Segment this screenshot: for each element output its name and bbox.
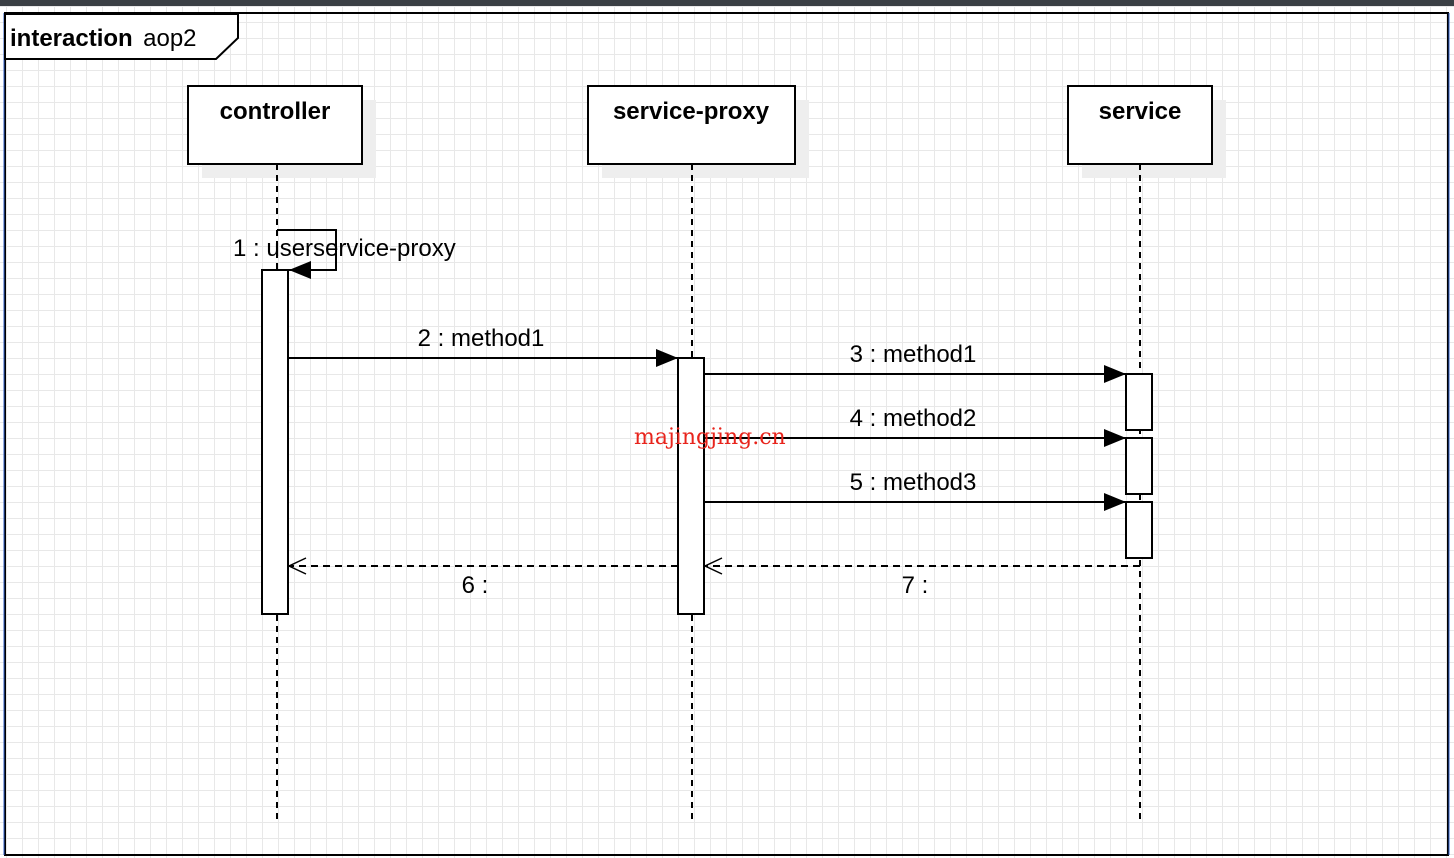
lifeline-head[interactable] bbox=[587, 85, 796, 165]
message-5[interactable]: 5 : method3 bbox=[704, 469, 1126, 511]
message-label: 4 : method2 bbox=[850, 405, 977, 432]
frame-title: interaction aop2 bbox=[10, 25, 197, 52]
activation-controller[interactable] bbox=[261, 269, 289, 615]
message-label: 2 : method1 bbox=[418, 325, 545, 352]
frame-name: aop2 bbox=[143, 25, 196, 52]
message-1[interactable]: 1 : userservice-proxy bbox=[233, 229, 456, 279]
window-top-bar bbox=[0, 0, 1454, 6]
outer-frame bbox=[4, 12, 1449, 856]
lifeline-controller[interactable]: controller bbox=[187, 85, 376, 820]
return-arrowhead bbox=[703, 557, 723, 575]
message-label: 7 : bbox=[902, 572, 929, 599]
frame-keyword: interaction bbox=[10, 25, 133, 52]
message-label: 3 : method1 bbox=[850, 341, 977, 368]
lifeline-service-proxy[interactable]: service-proxy bbox=[587, 85, 809, 820]
lifeline-head[interactable] bbox=[1067, 85, 1213, 165]
activation-service-3[interactable] bbox=[1125, 501, 1153, 559]
message-3[interactable]: 3 : method1 bbox=[704, 341, 1126, 383]
message-label: 6 : bbox=[462, 572, 489, 599]
activation-service-proxy[interactable] bbox=[677, 357, 705, 615]
frame-tab bbox=[4, 13, 239, 60]
message-label: 1 : userservice-proxy bbox=[233, 235, 456, 262]
message-6[interactable]: 6 : bbox=[287, 557, 678, 599]
lifeline-service[interactable]: service bbox=[1067, 85, 1226, 820]
lifeline-title: controller bbox=[220, 98, 331, 125]
activation-service-2[interactable] bbox=[1125, 437, 1153, 495]
message-label: 5 : method3 bbox=[850, 469, 977, 496]
return-arrowhead bbox=[287, 557, 307, 575]
message-4[interactable]: 4 : method2 bbox=[704, 405, 1126, 447]
message-line bbox=[277, 229, 337, 279]
lifeline-head[interactable] bbox=[187, 85, 363, 165]
activation-service-1[interactable] bbox=[1125, 373, 1153, 431]
lifeline-title: service bbox=[1099, 98, 1182, 125]
message-2[interactable]: 2 : method1 bbox=[288, 325, 678, 367]
lifeline-title: service-proxy bbox=[613, 98, 770, 125]
watermark: majingjing.cn bbox=[634, 425, 786, 450]
message-7[interactable]: 7 : bbox=[703, 557, 1140, 599]
